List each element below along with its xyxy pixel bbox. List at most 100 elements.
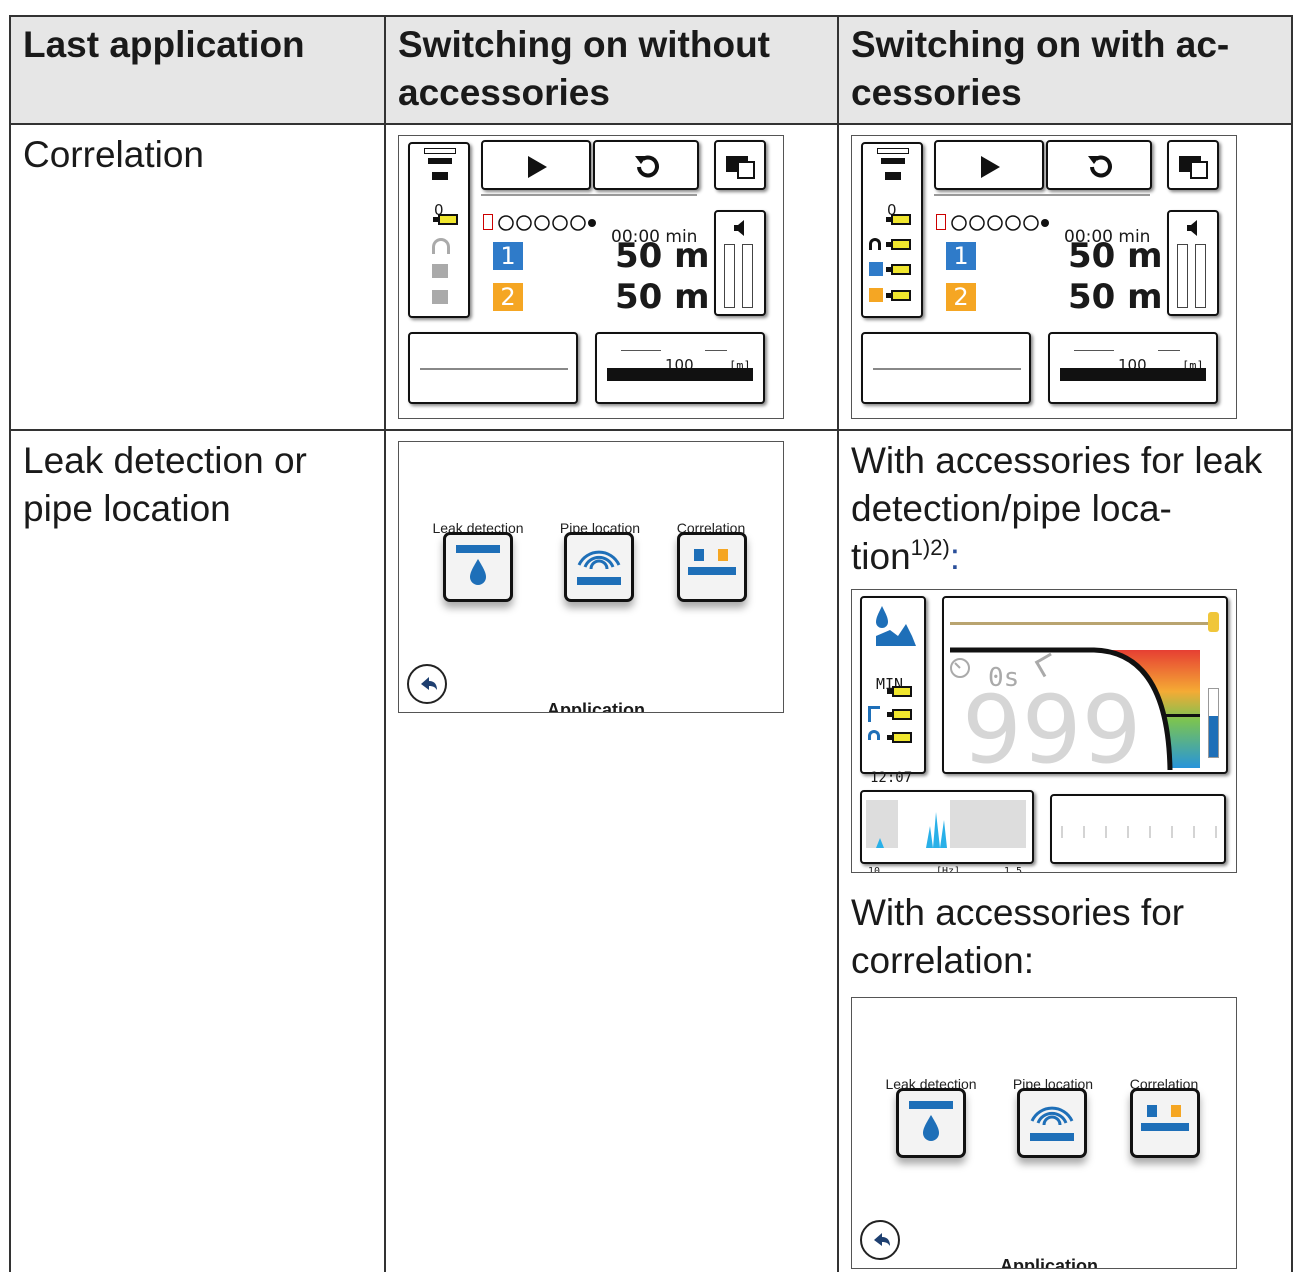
threshold-line (950, 622, 1212, 625)
header-with-accessories: Switching on with ac-cessories (837, 15, 1293, 125)
volume-bar-left (1177, 244, 1188, 308)
distance-scale-panel: 100 [m] (1048, 332, 1218, 404)
battery-icon-sensor1 (886, 264, 911, 275)
back-arrow-icon (421, 677, 437, 690)
refresh-icon (635, 155, 659, 178)
cell-leak-without: Leak detection Pipe location Correlation… (384, 429, 839, 1272)
row-label-correlation: Correlation (9, 123, 386, 431)
leak-mode: MIN (876, 675, 904, 693)
row-leak-pipe: Leak detection or pipe location Leak det… (9, 429, 1293, 1272)
save-button[interactable] (1167, 140, 1219, 190)
sensor1-distance: 50 m (1068, 236, 1163, 276)
header-last-application: Last application (9, 15, 386, 125)
application-menu: Leak detection Pipe location Correlation… (398, 441, 784, 713)
leak-detection-button[interactable] (896, 1088, 966, 1158)
probe-top-icon (877, 148, 909, 154)
sensor2-icon (869, 288, 883, 302)
ground-mic-icon (868, 706, 880, 722)
back-button[interactable] (407, 664, 447, 704)
sensor1-chip: 1 (946, 242, 976, 270)
battery-icon-mic (887, 709, 912, 720)
pipe-location-button[interactable] (564, 532, 634, 602)
level-curve (950, 647, 1200, 771)
sensor2-chip: 2 (493, 283, 523, 311)
play-button[interactable] (934, 140, 1044, 190)
refresh-button[interactable] (1046, 140, 1152, 190)
leak-accessories-text: With accessories for leak detection/pipe… (851, 440, 1263, 577)
progress-dots (498, 215, 596, 231)
history-panel (1050, 794, 1226, 864)
back-arrow-icon (874, 1233, 890, 1246)
sensor-icon-2 (432, 290, 448, 304)
progress-dots (951, 215, 1049, 231)
leak-detection-button[interactable] (443, 532, 513, 602)
save-button[interactable] (714, 140, 766, 190)
leak-value: 999 (962, 676, 1142, 785)
headphones-icon (432, 238, 450, 254)
application-title: Application (1000, 1256, 1098, 1269)
correlation-button[interactable] (1130, 1088, 1200, 1158)
elapsed-time: 00:00 min (1064, 227, 1151, 247)
speaker-icon (1187, 220, 1197, 236)
row-label-leak-pipe: Leak detection or pipe location (9, 429, 386, 1272)
headphones-icon (868, 730, 880, 740)
status-panel: 0 (861, 142, 923, 318)
application-title: Application (547, 700, 645, 713)
volume-panel[interactable] (1167, 210, 1219, 316)
signal-panel (861, 332, 1031, 404)
battery-icon-headphones (886, 239, 911, 250)
sensor1-icon (869, 262, 883, 276)
battery-icon-headphones (887, 732, 912, 743)
status-panel: 0 (408, 142, 470, 318)
pipe-location-button[interactable] (1017, 1088, 1087, 1158)
spectrum-axis-end: 1.5 (1004, 866, 1023, 873)
play-icon (981, 156, 1000, 178)
sensor-icon (432, 264, 448, 278)
folder-save-icon (726, 156, 755, 179)
play-button[interactable] (481, 140, 591, 190)
sensor2-distance: 50 m (1068, 277, 1163, 317)
battery-icon (886, 214, 911, 225)
correlation-button[interactable] (677, 532, 747, 602)
distance-scale-panel: 100 [m] (595, 332, 765, 404)
scale-value: 100 (1118, 356, 1147, 374)
battery-icon (433, 214, 458, 225)
signal-waves-icon (577, 550, 621, 585)
headphones-icon (869, 238, 881, 250)
correlation-screen: 0 (398, 135, 784, 419)
battery-icon (887, 686, 912, 697)
elapsed-time: 00:00 min (611, 227, 698, 247)
volume-panel[interactable] (714, 210, 766, 316)
spectrum-axis-unit: [Hz] (936, 866, 961, 873)
scale-bar (1060, 368, 1206, 381)
document-table: Last application Switching on without ac… (9, 15, 1293, 1272)
correlation-sensors-icon (1141, 1105, 1189, 1131)
timer-icon (950, 658, 970, 678)
history-ticks (1061, 826, 1217, 838)
signal-waves-icon (1030, 1106, 1074, 1141)
correlation-screen-with-accessories: 0 (851, 135, 1237, 419)
volume-bar-right (742, 244, 753, 308)
level-knob[interactable] (1208, 612, 1219, 632)
sensor2-distance: 50 m (615, 277, 710, 317)
marker-icon (483, 214, 493, 230)
water-drop-icon (456, 545, 500, 585)
leak-detection-screen: MIN 12:07 (851, 589, 1237, 873)
refresh-button[interactable] (593, 140, 699, 190)
leak-timer: 0s (988, 663, 1020, 693)
header-without-accessories: Switching on without accessories (384, 15, 839, 125)
leak-status-panel: MIN 12:07 (860, 596, 926, 786)
scale-unit: [m] (1182, 359, 1204, 373)
status-counter: 0 (434, 201, 444, 219)
cell-corr-with: 0 (837, 123, 1293, 431)
volume-bar (1208, 688, 1219, 758)
cell-leak-with: With accessories for leak detection/pipe… (837, 429, 1293, 1272)
refresh-icon (1088, 155, 1112, 178)
back-button[interactable] (860, 1220, 900, 1260)
row-correlation: Correlation 0 (9, 123, 1293, 431)
volume-bar-left (724, 244, 735, 308)
sensor2-chip: 2 (946, 283, 976, 311)
signal-panel (408, 332, 578, 404)
sensor1-chip: 1 (493, 242, 523, 270)
scale-bar (607, 368, 753, 381)
